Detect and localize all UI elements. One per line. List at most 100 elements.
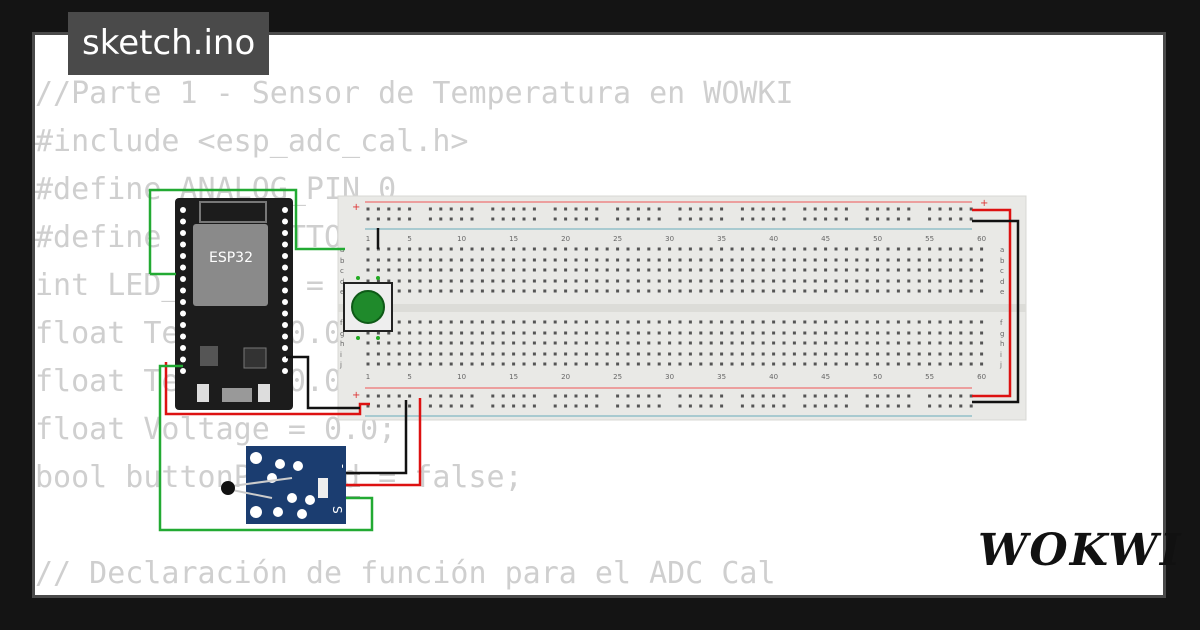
column-number: 60	[977, 235, 986, 243]
wire-black-gnd-esp	[286, 355, 360, 410]
row-letter: j	[999, 361, 1002, 369]
esp32-usb-port	[222, 388, 252, 402]
column-number: 50	[873, 235, 882, 243]
esp32-regulator	[200, 346, 218, 366]
esp32-pin[interactable]	[282, 345, 288, 351]
row-letter: h	[340, 340, 344, 348]
breadboard-holes	[366, 207, 984, 408]
esp32-pin[interactable]	[180, 368, 186, 374]
column-number: 35	[717, 235, 726, 243]
esp32-pin[interactable]	[180, 333, 186, 340]
column-number: 50	[873, 373, 882, 381]
column-number: 30	[665, 373, 674, 381]
thermistor	[221, 481, 235, 495]
row-letter: g	[340, 330, 344, 338]
wire-black-rail-bridge	[972, 219, 1020, 404]
breadboard: 1155101015152020252530303535404045455050…	[337, 195, 1027, 421]
row-letter: a	[1000, 246, 1004, 254]
esp32-pin[interactable]	[282, 310, 288, 317]
row-letter: d	[340, 278, 344, 286]
column-number: 45	[821, 235, 830, 243]
code-line: // Declaración de función para el ADC Ca…	[35, 556, 776, 591]
rail-plus-sign-right: +	[980, 198, 988, 209]
wire-red-sensor	[346, 398, 422, 487]
column-number: 45	[821, 373, 830, 381]
esp32-pin[interactable]	[282, 253, 288, 259]
esp32-pin[interactable]	[282, 207, 288, 213]
row-letter: c	[340, 267, 344, 275]
esp32-pin[interactable]	[180, 264, 186, 271]
row-letter: d	[1000, 278, 1004, 286]
center-channel	[338, 304, 1026, 312]
wire-red-rail-bridge	[972, 208, 1012, 398]
esp32-pin[interactable]	[180, 241, 186, 248]
column-number: 20	[561, 235, 570, 243]
esp32-usb-chip	[243, 347, 267, 369]
temperature-sensor-module[interactable]: - S	[221, 446, 360, 524]
esp32-pin[interactable]	[180, 207, 186, 213]
wire-black-sensor	[346, 400, 408, 475]
row-letter: j	[339, 361, 342, 369]
esp32-pin[interactable]	[180, 310, 186, 317]
esp32-pin[interactable]	[180, 253, 186, 259]
wire-green-button	[148, 188, 345, 274]
esp32-pin[interactable]	[282, 299, 288, 305]
esp32-pin[interactable]	[282, 322, 288, 328]
row-letter: g	[1000, 330, 1004, 338]
column-number: 60	[977, 373, 986, 381]
esp32-label: ESP32	[209, 250, 253, 266]
esp32-pin[interactable]	[282, 218, 288, 225]
column-number: 25	[613, 373, 622, 381]
column-number: 15	[509, 235, 518, 243]
sensor-resistor	[318, 478, 328, 498]
esp32-boot-button	[197, 384, 209, 402]
row-letter: e	[1000, 288, 1004, 296]
column-number: 15	[509, 373, 518, 381]
esp32-pin[interactable]	[282, 368, 288, 374]
column-number: 1	[366, 235, 370, 243]
column-number: 40	[769, 235, 778, 243]
column-number: 55	[925, 235, 934, 243]
rail-plus-sign-bottom: +	[352, 390, 360, 401]
esp32-en-button	[258, 384, 270, 402]
esp32-pin[interactable]	[180, 345, 186, 351]
column-number: 20	[561, 373, 570, 381]
esp32-pin[interactable]	[282, 241, 288, 248]
esp32-board[interactable]: ESP32	[175, 198, 293, 410]
esp32-pin[interactable]	[282, 287, 288, 294]
esp32-pin[interactable]	[180, 299, 186, 305]
rail-plus-sign: +	[352, 202, 360, 213]
esp32-pin[interactable]	[180, 230, 186, 236]
esp32-pin[interactable]	[180, 276, 186, 282]
pushbutton-cap	[351, 290, 385, 324]
esp32-pin[interactable]	[282, 230, 288, 236]
esp32-pin[interactable]	[180, 356, 186, 363]
breadboard-column-numbers: 1155101015152020252530303535404045455050…	[366, 235, 986, 381]
esp32-pin[interactable]	[282, 276, 288, 282]
row-letter: i	[340, 351, 342, 359]
row-letter: e	[340, 288, 344, 296]
esp32-pin-headers	[180, 207, 288, 374]
row-letter: f	[340, 319, 343, 327]
column-number: 5	[407, 235, 411, 243]
row-letter: h	[1000, 340, 1004, 348]
esp32-pin[interactable]	[180, 218, 186, 225]
esp32-pin[interactable]	[282, 333, 288, 340]
row-letter: i	[1000, 351, 1002, 359]
column-number: 40	[769, 373, 778, 381]
pushbutton[interactable]	[343, 276, 393, 340]
column-number: 30	[665, 235, 674, 243]
esp32-pin[interactable]	[180, 322, 186, 328]
file-title-tab[interactable]: sketch.ino	[68, 12, 270, 75]
esp32-pin[interactable]	[180, 287, 186, 294]
esp32-pin[interactable]	[282, 264, 288, 271]
column-number: 5	[407, 373, 411, 381]
column-number: 55	[925, 373, 934, 381]
row-letter: f	[1000, 319, 1003, 327]
row-letter: c	[1000, 267, 1004, 275]
code-line: #include <esp_adc_cal.h>	[35, 124, 469, 159]
column-number: 1	[366, 373, 370, 381]
code-line: //Parte 1 - Sensor de Temperatura en WOW…	[35, 76, 794, 111]
esp32-antenna	[199, 201, 267, 223]
